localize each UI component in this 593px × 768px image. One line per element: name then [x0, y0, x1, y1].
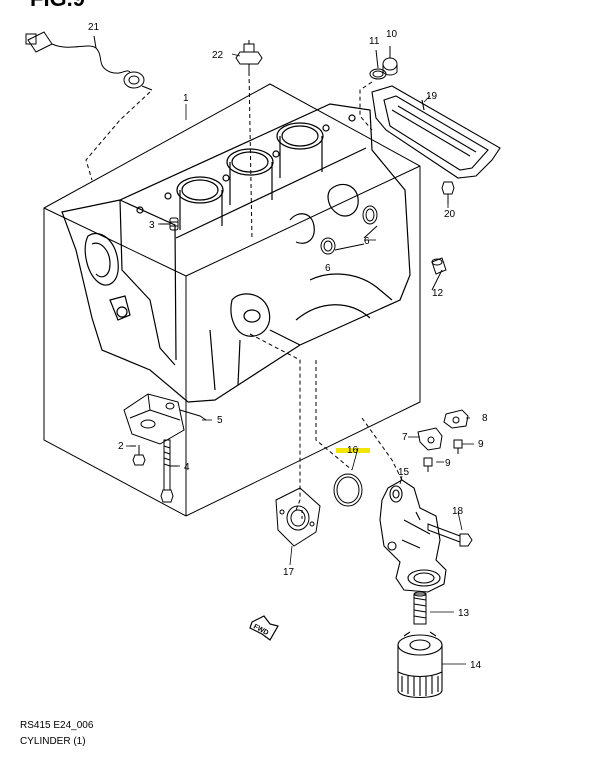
callout-22: 22 — [212, 50, 224, 61]
callout-15: 15 — [398, 467, 410, 478]
part-2-bolt — [130, 445, 146, 466]
part-21-sensor — [25, 31, 153, 181]
callout-19: 19 — [426, 91, 438, 102]
callout-7: 7 — [402, 432, 408, 443]
callout-6a: 6 — [364, 236, 370, 247]
fwd-arrow — [249, 615, 279, 641]
callout-20: 20 — [444, 209, 456, 220]
part-22-sensor — [235, 40, 263, 241]
callout-11: 11 — [369, 36, 380, 47]
part-6-seals — [320, 205, 378, 255]
part-19-cover — [371, 85, 501, 179]
callout-18: 18 — [452, 506, 464, 517]
callout-3: 3 — [149, 220, 155, 231]
callout-8: 8 — [482, 413, 488, 424]
callout-2: 2 — [118, 441, 124, 452]
callout-5: 5 — [217, 415, 223, 426]
part-13-stud — [413, 591, 427, 625]
figure-title: FIG.9 — [30, 0, 85, 12]
callout-4: 4 — [184, 462, 190, 473]
assembly-frame — [43, 83, 421, 517]
part-10-plug — [382, 46, 398, 76]
part-17-gasket — [275, 487, 321, 547]
part-7-bracket — [417, 427, 443, 451]
callout-13: 13 — [458, 608, 470, 619]
part-20-bolt — [441, 181, 455, 204]
callout-17: 17 — [283, 567, 295, 578]
callout-1: 1 — [183, 93, 189, 104]
callout-14: 14 — [470, 660, 482, 671]
part-11-o-ring — [369, 49, 387, 80]
callout-16: 16 — [347, 445, 359, 456]
part-8-bracket — [443, 409, 469, 429]
diagram-name: CYLINDER (1) — [20, 736, 86, 747]
part-15-housing — [379, 479, 447, 593]
highlight-mark — [336, 448, 370, 453]
callout-9a: 9 — [478, 439, 484, 450]
diagram-code: RS415 E24_006 — [20, 720, 94, 731]
callout-21: 21 — [88, 22, 100, 33]
callout-12: 12 — [432, 288, 444, 299]
part-18-bolt — [427, 523, 473, 547]
part-4-bolt — [160, 439, 178, 503]
part-9-bolts — [423, 439, 463, 472]
part-12-dowel — [431, 257, 447, 291]
callout-10: 10 — [386, 29, 398, 40]
cylinder-block — [61, 103, 411, 403]
part-14-oil-filter — [397, 631, 443, 699]
part-5-bracket — [123, 393, 207, 445]
callout-9b: 9 — [445, 458, 451, 469]
part-16-o-ring — [333, 473, 363, 507]
callout-6b: 6 — [325, 263, 331, 274]
